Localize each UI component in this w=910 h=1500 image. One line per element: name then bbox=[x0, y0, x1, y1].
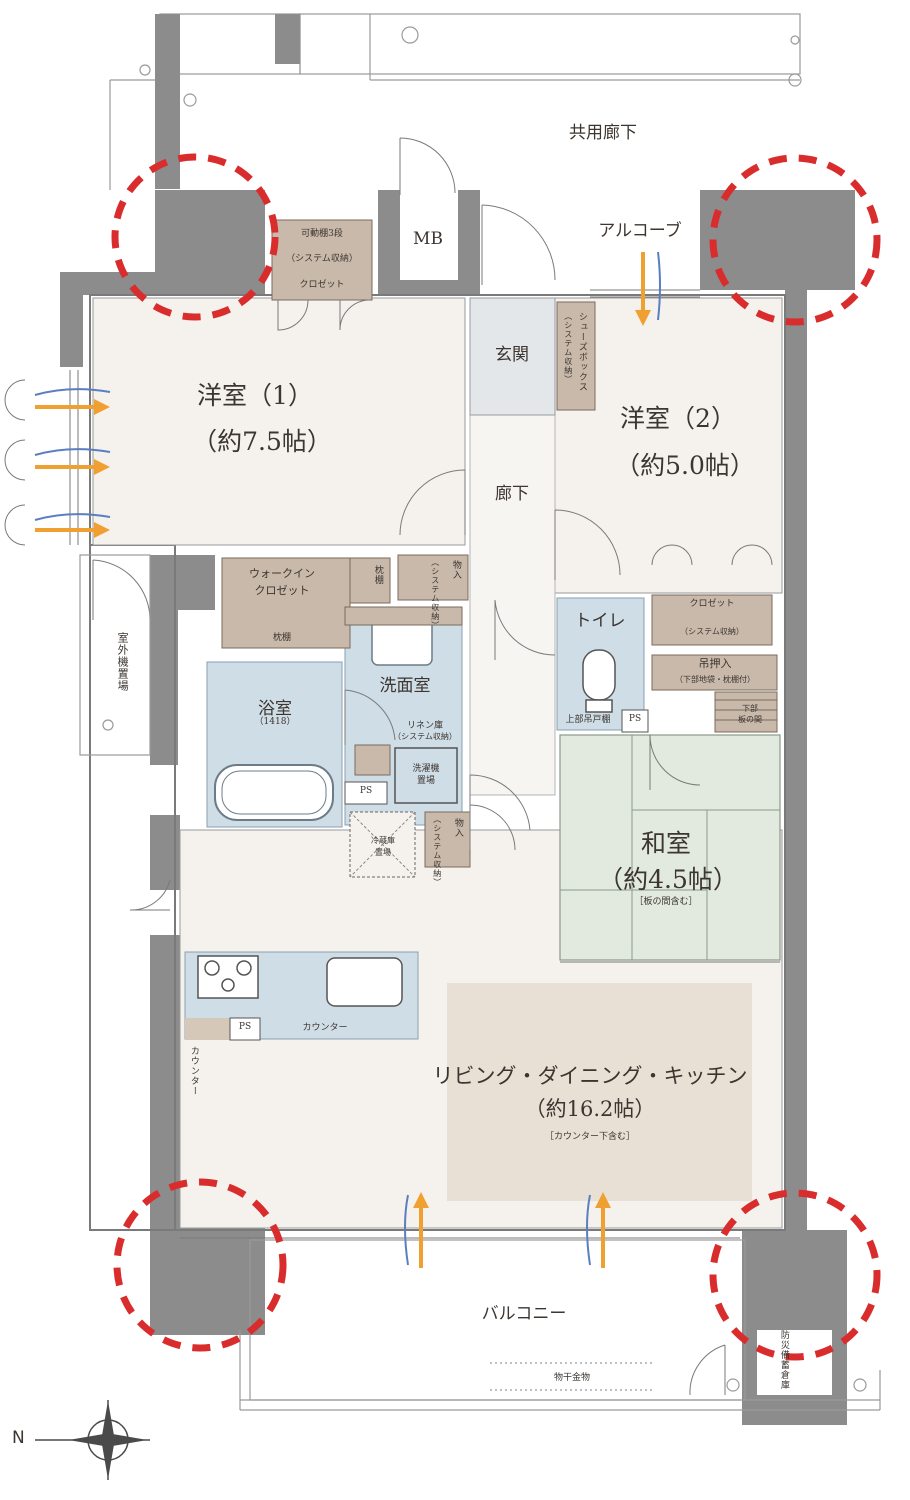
western-room-1-floor bbox=[92, 297, 466, 546]
highlight-circles bbox=[111, 153, 881, 1361]
airflow-arrows bbox=[34, 251, 661, 1268]
western-room-1-name: 洋室（1） bbox=[197, 381, 313, 410]
washer-space bbox=[394, 747, 458, 804]
storage2-label: 物入 bbox=[452, 818, 463, 838]
japanese-room-note: ［板の間含む］ bbox=[634, 897, 698, 907]
toilet-fixture bbox=[582, 649, 616, 713]
common-corridor: 共用廊下 bbox=[569, 123, 637, 143]
bathroom-name: 浴室 bbox=[258, 699, 292, 719]
entrance-name: 玄関 bbox=[495, 345, 529, 365]
entrance-floor bbox=[469, 297, 556, 416]
storage-blocks bbox=[221, 219, 778, 868]
ldk-rug bbox=[447, 983, 752, 1201]
door-swings bbox=[4, 137, 773, 1396]
japanese-room-size: （約4.5帖） bbox=[598, 865, 738, 894]
disaster-storage-label: 防災備蓄倉庫 bbox=[778, 1330, 789, 1390]
balcony-label: バルコニー bbox=[481, 1304, 567, 1324]
shoebox-system: （システム収納） bbox=[563, 312, 573, 384]
compass-rose bbox=[35, 1400, 150, 1480]
storage2-system: （システム収納） bbox=[432, 815, 442, 887]
fridge-line2: 置場 bbox=[375, 848, 391, 857]
ps-label-kitchen: PS bbox=[238, 1022, 252, 1032]
outdoor-unit-label: 室外機置場 bbox=[116, 632, 130, 692]
toilet-name: トイレ bbox=[574, 611, 626, 631]
washer-line1: 洗濯機 bbox=[412, 764, 440, 774]
ldk-name: リビング・ダイニング・キッチン bbox=[432, 1064, 748, 1088]
tatami-lines bbox=[560, 735, 780, 960]
counter-side-label: カウンター bbox=[188, 1046, 199, 1096]
linen-system: （システム収納） bbox=[393, 732, 457, 741]
walkin-shelf: 枕棚 bbox=[272, 633, 292, 643]
japanese-room-floor bbox=[559, 734, 781, 961]
ps-label-toilet: PS bbox=[628, 714, 642, 724]
balcony-outline bbox=[239, 1239, 881, 1411]
western-room-1-size: （約7.5帖） bbox=[192, 427, 332, 456]
walkin-closet-line2: クロゼット bbox=[254, 584, 310, 597]
corridor-outline bbox=[109, 13, 802, 190]
linen-label: リネン庫 bbox=[406, 721, 444, 731]
washer-line2: 置場 bbox=[416, 776, 436, 786]
fridge-cross bbox=[349, 811, 416, 878]
closet1-name: クロゼット bbox=[299, 280, 345, 290]
compass-north: N bbox=[12, 1428, 25, 1448]
closet1-system: （システム収納） bbox=[286, 254, 358, 264]
hanging-closet: 吊押入 bbox=[698, 657, 732, 670]
ps-label-bath: PS bbox=[359, 786, 373, 796]
western-room-2-name: 洋室（2） bbox=[620, 404, 736, 433]
closet2-name: クロゼット bbox=[689, 599, 735, 609]
outdoor-unit-area bbox=[79, 554, 151, 756]
western-room-2-size: （約5.0帖） bbox=[615, 451, 755, 480]
lower-board-label: 下部 bbox=[742, 704, 758, 713]
bathtub bbox=[214, 764, 334, 821]
japanese-room-name: 和室 bbox=[640, 829, 692, 858]
storage1-label: 物入 bbox=[450, 560, 461, 580]
lower-board-stairs bbox=[714, 691, 778, 733]
toilet-cabinet: 上部吊戸棚 bbox=[565, 715, 611, 725]
kitchen-sink bbox=[326, 957, 403, 1007]
mb-label: MB bbox=[413, 229, 443, 249]
counter-label: カウンター bbox=[302, 1023, 348, 1033]
washroom-name: 洗面室 bbox=[379, 676, 431, 696]
ps-boxes bbox=[229, 709, 649, 1041]
ldk-size: （約16.2帖） bbox=[524, 1097, 656, 1121]
shoebox-label: シューズボックス bbox=[576, 312, 587, 392]
walkin-closet-line1: ウォークイン bbox=[249, 567, 315, 580]
storage1-system: （システム収納） bbox=[430, 558, 440, 630]
ldk-note: ［カウンター下含む］ bbox=[544, 1132, 636, 1142]
hanging-closet-sub: （下部地袋・枕棚付） bbox=[675, 675, 755, 684]
side-counter bbox=[185, 1018, 230, 1040]
fridge-line1: 冷蔵庫 bbox=[371, 836, 395, 845]
drying-rack-label: 物干金物 bbox=[553, 1373, 591, 1383]
closet1-shelf: 可動棚3段 bbox=[301, 229, 343, 239]
bathtub-inner bbox=[221, 770, 327, 815]
hallway-name: 廊下 bbox=[495, 484, 529, 504]
closet2-system: （システム収納） bbox=[680, 627, 744, 636]
corridor-pillars bbox=[155, 14, 300, 189]
hallway-floor bbox=[469, 414, 556, 796]
walkin-side-shelf: 枕棚 bbox=[372, 565, 383, 585]
bathroom-size: （1418） bbox=[254, 717, 296, 727]
stove-burners bbox=[204, 960, 252, 992]
lower-board-label2: 板の間 bbox=[738, 715, 762, 724]
alcove-label: アルコーブ bbox=[598, 221, 682, 241]
